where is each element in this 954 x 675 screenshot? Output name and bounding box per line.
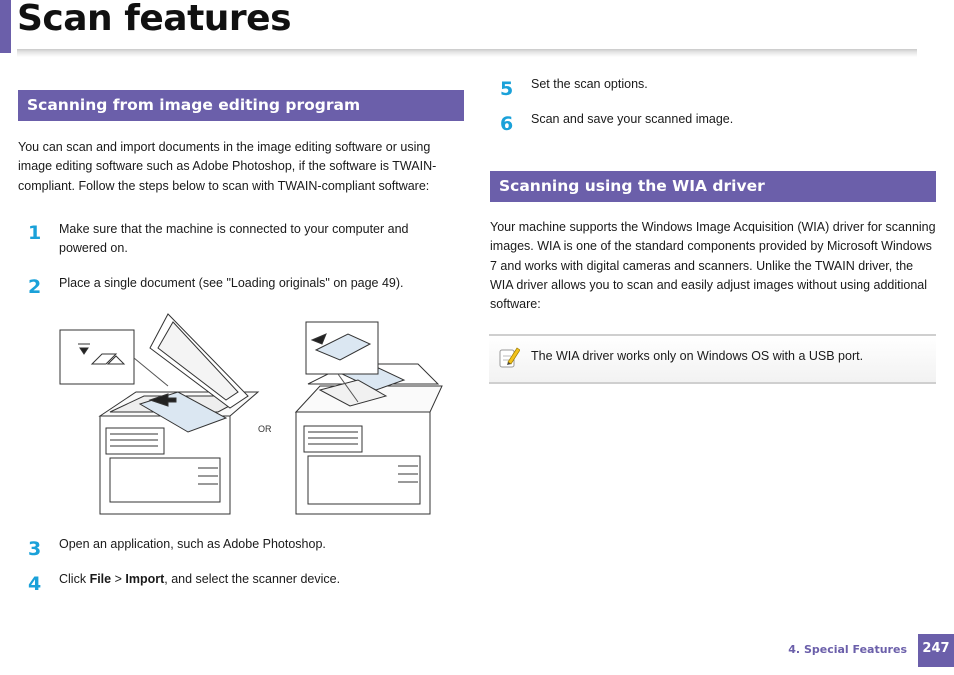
- step-text-4: Click File > Import, and select the scan…: [59, 572, 341, 586]
- or-label: OR: [258, 424, 272, 434]
- step-text-1: Make sure that the machine is connected …: [59, 222, 409, 255]
- footer-chapter-label: 4. Special Features: [788, 643, 907, 656]
- menu-import-label: Import: [125, 572, 165, 586]
- note-box: The WIA driver works only on Windows OS …: [489, 334, 936, 384]
- step-number-2: 2: [28, 276, 42, 298]
- step-number-1: 1: [28, 222, 42, 244]
- step-number-3: 3: [28, 538, 42, 560]
- step-number-4: 4: [28, 573, 42, 595]
- step-text-6: Scan and save your scanned image.: [531, 112, 734, 126]
- title-divider: [17, 49, 917, 57]
- adf-printer-drawing: [294, 363, 443, 515]
- step-number-5: 5: [500, 78, 514, 100]
- title-accent-bar: [0, 0, 11, 53]
- wia-paragraph: Your machine supports the Windows Image …: [490, 220, 936, 312]
- note-text: The WIA driver works only on Windows OS …: [531, 349, 864, 363]
- scanner-loading-illustration: OR: [59, 313, 443, 515]
- page-number: 247: [918, 634, 954, 667]
- adf-zoom-callout: [305, 321, 379, 403]
- flatbed-zoom-callout: [59, 329, 169, 387]
- section-heading-wia-driver: Scanning using the WIA driver: [490, 171, 936, 202]
- step-text-2: Place a single document (see "Loading or…: [59, 276, 404, 290]
- pencil-note-icon: [499, 347, 520, 368]
- menu-file-label: File: [89, 572, 112, 586]
- page-title: Scan features: [17, 0, 292, 39]
- step-text-5: Set the scan options.: [531, 77, 648, 91]
- section-heading-image-editing: Scanning from image editing program: [18, 90, 464, 121]
- step-number-6: 6: [500, 113, 514, 135]
- step-text-3: Open an application, such as Adobe Photo…: [59, 537, 326, 551]
- flatbed-printer-drawing: [98, 313, 260, 515]
- intro-paragraph: You can scan and import documents in the…: [18, 140, 437, 193]
